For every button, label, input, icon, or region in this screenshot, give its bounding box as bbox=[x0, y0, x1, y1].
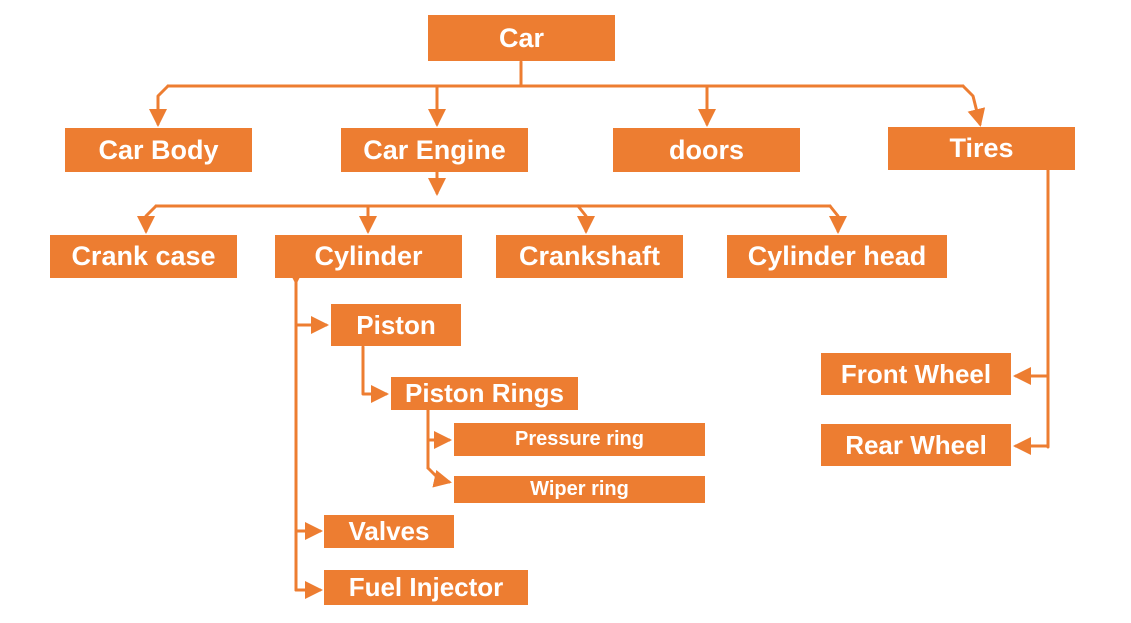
node-piston: Piston bbox=[331, 304, 461, 346]
node-cylinder: Cylinder bbox=[275, 235, 462, 278]
connector-to-cylinder-head bbox=[828, 204, 847, 234]
node-pressure-ring: Pressure ring bbox=[454, 423, 705, 456]
node-front-wheel: Front Wheel bbox=[821, 353, 1011, 395]
connector-to-piston-rings bbox=[361, 345, 389, 403]
connector-to-tires bbox=[961, 84, 986, 127]
node-fuel-injector: Fuel Injector bbox=[324, 570, 528, 605]
node-valves: Valves bbox=[324, 515, 454, 548]
connector-to-car-body bbox=[149, 84, 170, 127]
node-rear-wheel: Rear Wheel bbox=[821, 424, 1011, 466]
node-tires: Tires bbox=[888, 127, 1075, 170]
node-car: Car bbox=[428, 15, 615, 61]
node-piston-rings: Piston Rings bbox=[391, 377, 578, 410]
node-car-engine: Car Engine bbox=[341, 128, 528, 172]
node-car-body: Car Body bbox=[65, 128, 252, 172]
connector-to-wiper-ring bbox=[426, 466, 452, 488]
node-wiper-ring: Wiper ring bbox=[454, 476, 705, 503]
node-cylinder-head: Cylinder head bbox=[727, 235, 947, 278]
node-crankshaft: Crankshaft bbox=[496, 235, 683, 278]
connector-to-crankshaft bbox=[576, 204, 595, 234]
node-crank-case: Crank case bbox=[50, 235, 237, 278]
connector-to-crank-case bbox=[137, 204, 158, 234]
node-doors: doors bbox=[613, 128, 800, 172]
